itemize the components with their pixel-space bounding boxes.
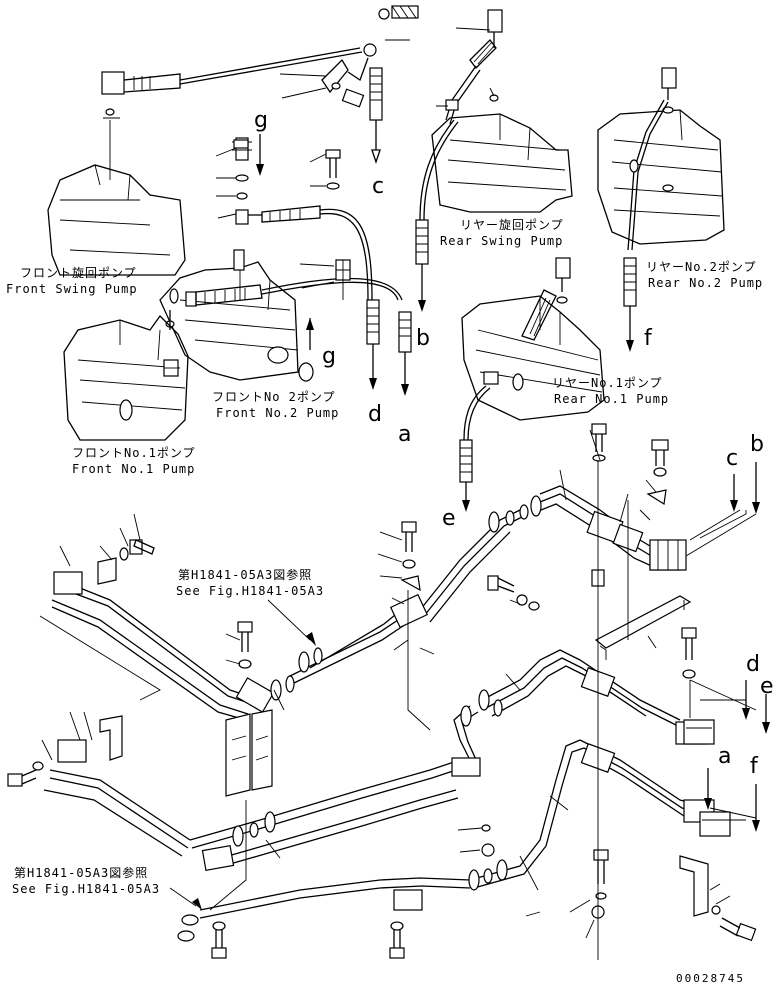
connection-letter-f-top: f [644, 326, 652, 351]
hoses-g-fittings [165, 137, 403, 328]
right-connection-arrows [685, 462, 770, 832]
connection-letter-d-right: d [746, 652, 760, 677]
pipe-bundle-upper [51, 485, 661, 721]
front-no2-pump-label-en: Front No.2 Pump [216, 406, 340, 420]
callout-leaders [41, 469, 731, 939]
part-number: 00028745 [676, 972, 745, 985]
rear-swing-pump-label-jp: リヤー旋回ポンプ [460, 218, 564, 232]
front-no1-pump-label-jp: フロントNo.1ポンプ [72, 446, 196, 460]
connection-letter-g-top: g [254, 108, 268, 133]
rear-swing-pump-label-en: Rear Swing Pump [440, 234, 564, 248]
top-tee-fitting [279, 5, 419, 165]
connection-letter-b-top: b [416, 326, 430, 351]
connection-letter-b-right: b [750, 432, 764, 457]
front-no1-pump-label-en: Front No.1 Pump [72, 462, 196, 476]
leader-lines [39, 429, 757, 960]
connection-letter-c-top: c [372, 174, 385, 199]
front-swing-pump-label-en: Front Swing Pump [6, 282, 138, 296]
connection-letter-c-right: c [726, 446, 739, 471]
connection-letter-e-mid: e [442, 506, 456, 531]
rear-no2-pump [597, 67, 725, 352]
front-no2-pump-label-jp: フロントNo 2ポンプ [212, 390, 336, 404]
see-fig-leaders [169, 599, 316, 910]
see-fig-bottom-label-jp: 第H1841-05A3図参照 [14, 866, 149, 880]
rear-no2-pump-label-en: Rear No.2 Pump [648, 276, 764, 290]
hose-front-swing [179, 47, 361, 81]
connection-letter-e-right: e [760, 674, 774, 699]
connection-letter-a-right: a [718, 744, 732, 769]
rear-swing-pump [415, 9, 573, 312]
rear-no1-pump-label-en: Rear No.1 Pump [554, 392, 670, 406]
connection-letter-d-top: d [368, 402, 382, 427]
front-swing-pump-label-jp: フロント旋回ポンプ [20, 266, 137, 280]
pipe-clamps [53, 510, 715, 911]
see-fig-bottom-label-en: See Fig.H1841-05A3 [12, 882, 161, 896]
connection-letter-a-top: a [398, 422, 412, 447]
fittings-d-a [366, 299, 412, 396]
rear-no2-pump-label-jp: リヤーNo.2ポンプ [646, 260, 757, 274]
front-no1-pump [63, 310, 189, 441]
rear-no1-pump-label-jp: リヤーNo.1ポンプ [552, 376, 663, 390]
front-no2-pump [159, 249, 299, 381]
see-fig-top-label-jp: 第H1841-05A3図参照 [178, 568, 313, 582]
connection-letter-f-right: f [750, 754, 758, 779]
g-arrows [256, 134, 314, 382]
connection-letter-g-mid: g [322, 344, 336, 369]
bolts-washers-upper-left [215, 139, 341, 289]
tee-blocks-right [649, 539, 731, 837]
brackets [97, 557, 709, 917]
flanges [177, 495, 542, 942]
see-fig-top-label-en: See Fig.H1841-05A3 [176, 584, 325, 598]
front-swing-pump [47, 71, 186, 276]
rear-no1-pump [459, 257, 605, 512]
